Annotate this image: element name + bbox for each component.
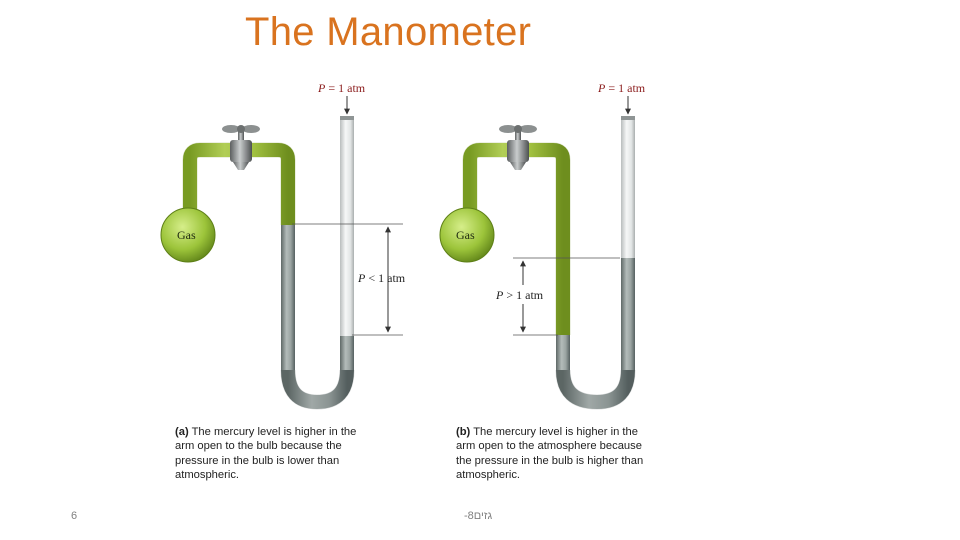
caption-a: (a) The mercury level is higher in the a… <box>175 425 375 483</box>
mercury-column-a-left <box>281 225 295 370</box>
gas-label-a: Gas <box>177 228 196 242</box>
pressure-label-b-p: P <box>495 288 504 302</box>
caption-a-label: (a) <box>175 426 189 438</box>
caption-b-label: (b) <box>456 426 471 438</box>
caption-a-text: The mercury level is higher in the arm o… <box>175 426 357 482</box>
mercury-column-b-right <box>621 258 635 370</box>
svg-text:P = 1 atm: P = 1 atm <box>317 81 366 95</box>
manometer-b: P = 1 atm Gas P > 1 atm <box>439 81 646 410</box>
top-label-b-rest: = 1 atm <box>605 81 645 95</box>
open-arm-a <box>340 118 354 336</box>
valve-icon-b <box>499 125 537 170</box>
manometer-a: P = 1 atm Gas P < 1 atm <box>160 81 406 410</box>
pressure-label-a-rest: < 1 atm <box>365 271 405 285</box>
svg-text:P > 1 atm: P > 1 atm <box>495 288 544 302</box>
slide-title: The Manometer <box>245 10 532 54</box>
gas-bulb-a <box>160 207 216 263</box>
top-label-a-p: P <box>317 81 326 95</box>
top-label-b-p: P <box>597 81 606 95</box>
gas-bulb-b <box>439 207 495 263</box>
caption-b: (b) The mercury level is higher in the a… <box>456 425 656 483</box>
mercury-column-b-left <box>556 335 570 370</box>
pressure-label-b-rest: > 1 atm <box>503 288 543 302</box>
open-arm-b <box>621 118 635 258</box>
slide-number: 6 <box>71 510 78 522</box>
pressure-label-a-p: P <box>357 271 366 285</box>
mercury-column-a-right <box>340 336 354 370</box>
footer-text: גזים8- <box>464 510 493 522</box>
mercury-u-bend-a <box>281 369 354 410</box>
gas-label-b: Gas <box>456 228 475 242</box>
valve-icon-a <box>222 125 260 170</box>
mercury-u-bend-b <box>556 369 635 410</box>
svg-text:P < 1 atm: P < 1 atm <box>357 271 406 285</box>
top-label-a-rest: = 1 atm <box>325 81 365 95</box>
svg-text:P = 1 atm: P = 1 atm <box>597 81 646 95</box>
caption-b-text: The mercury level is higher in the arm o… <box>456 426 644 482</box>
